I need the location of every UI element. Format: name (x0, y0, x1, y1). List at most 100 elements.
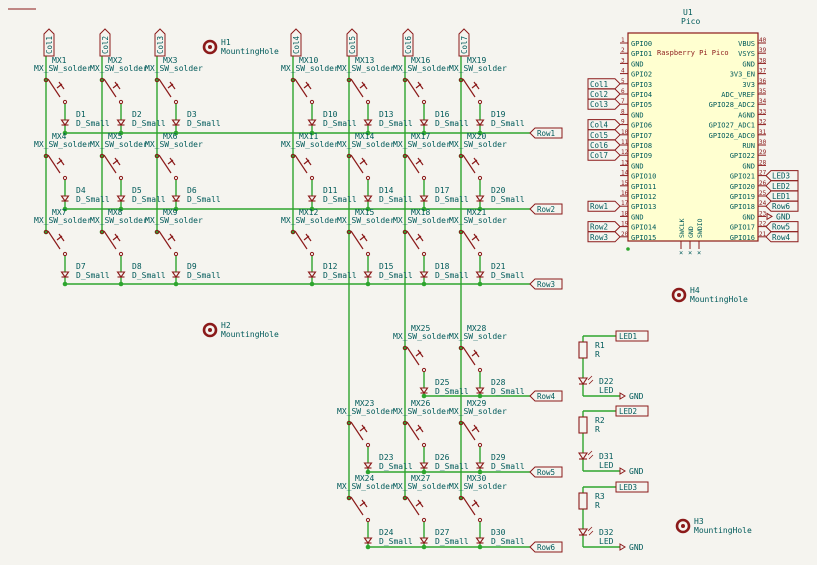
diode-d1[interactable]: D1D_Small (60, 110, 110, 128)
pico-net-col2[interactable]: Col2 (587, 88, 621, 100)
diode-d4[interactable]: D4D_Small (60, 186, 110, 204)
diode-d8[interactable]: D8D_Small (116, 262, 166, 280)
pico-net-col6[interactable]: Col6 (587, 139, 621, 151)
pico-net-col5[interactable]: Col5 (587, 129, 621, 141)
pico-net-col1[interactable]: Col1 (587, 78, 621, 90)
col-label-6[interactable]: Col6 (402, 28, 414, 57)
led-label-2[interactable]: LED2 (615, 405, 649, 417)
led-label-1[interactable]: LED1 (615, 330, 649, 342)
pico-net-row6[interactable]: Row6 (765, 200, 799, 212)
pico-net-row1[interactable]: Row1 (587, 200, 621, 212)
col-label-3[interactable]: Col3 (154, 28, 166, 57)
col-label-1[interactable]: Col1 (43, 28, 55, 57)
diode-d2[interactable]: D2D_Small (116, 110, 166, 128)
row-label-3[interactable]: Row3 (529, 278, 563, 290)
col-label-5[interactable]: Col5 (346, 28, 358, 57)
pico-net-col7[interactable]: Col7 (587, 149, 621, 161)
diode-d5[interactable]: D5D_Small (116, 186, 166, 204)
pico-net-col3[interactable]: Col3 (587, 98, 621, 110)
diode-d7[interactable]: D7D_Small (60, 262, 110, 280)
col-label-7[interactable]: Col7 (458, 28, 470, 57)
pico-net-row2[interactable]: Row2 (587, 221, 621, 233)
led-label-3[interactable]: LED3 (615, 481, 649, 493)
pico-net-row3[interactable]: Row3 (587, 231, 621, 243)
row-label-4[interactable]: Row4 (529, 390, 563, 402)
diode-d9[interactable]: D9D_Small (171, 262, 221, 280)
col-label-4[interactable]: Col4 (290, 28, 302, 57)
pico-net-col4[interactable]: Col4 (587, 119, 621, 131)
resistor-ref: R2 (595, 416, 605, 425)
diode-d3[interactable]: D3D_Small (171, 110, 221, 128)
row-label-6[interactable]: Row6 (529, 541, 563, 553)
diode-d6[interactable]: D6D_Small (171, 186, 221, 204)
pico-net-row5[interactable]: Row5 (765, 221, 799, 233)
row-label-5[interactable]: Row5 (529, 466, 563, 478)
pico-net-led1[interactable]: LED1 (765, 190, 799, 202)
hole-value: MountingHole (221, 330, 279, 339)
pico-net-row4[interactable]: Row4 (765, 231, 799, 243)
pico-net-led3[interactable]: LED3 (765, 170, 799, 182)
pico-net-led2[interactable]: LED2 (765, 180, 799, 192)
row-label-1[interactable]: Row1 (529, 127, 563, 139)
col-label-2[interactable]: Col2 (99, 28, 111, 57)
row-label-2[interactable]: Row2 (529, 203, 563, 215)
